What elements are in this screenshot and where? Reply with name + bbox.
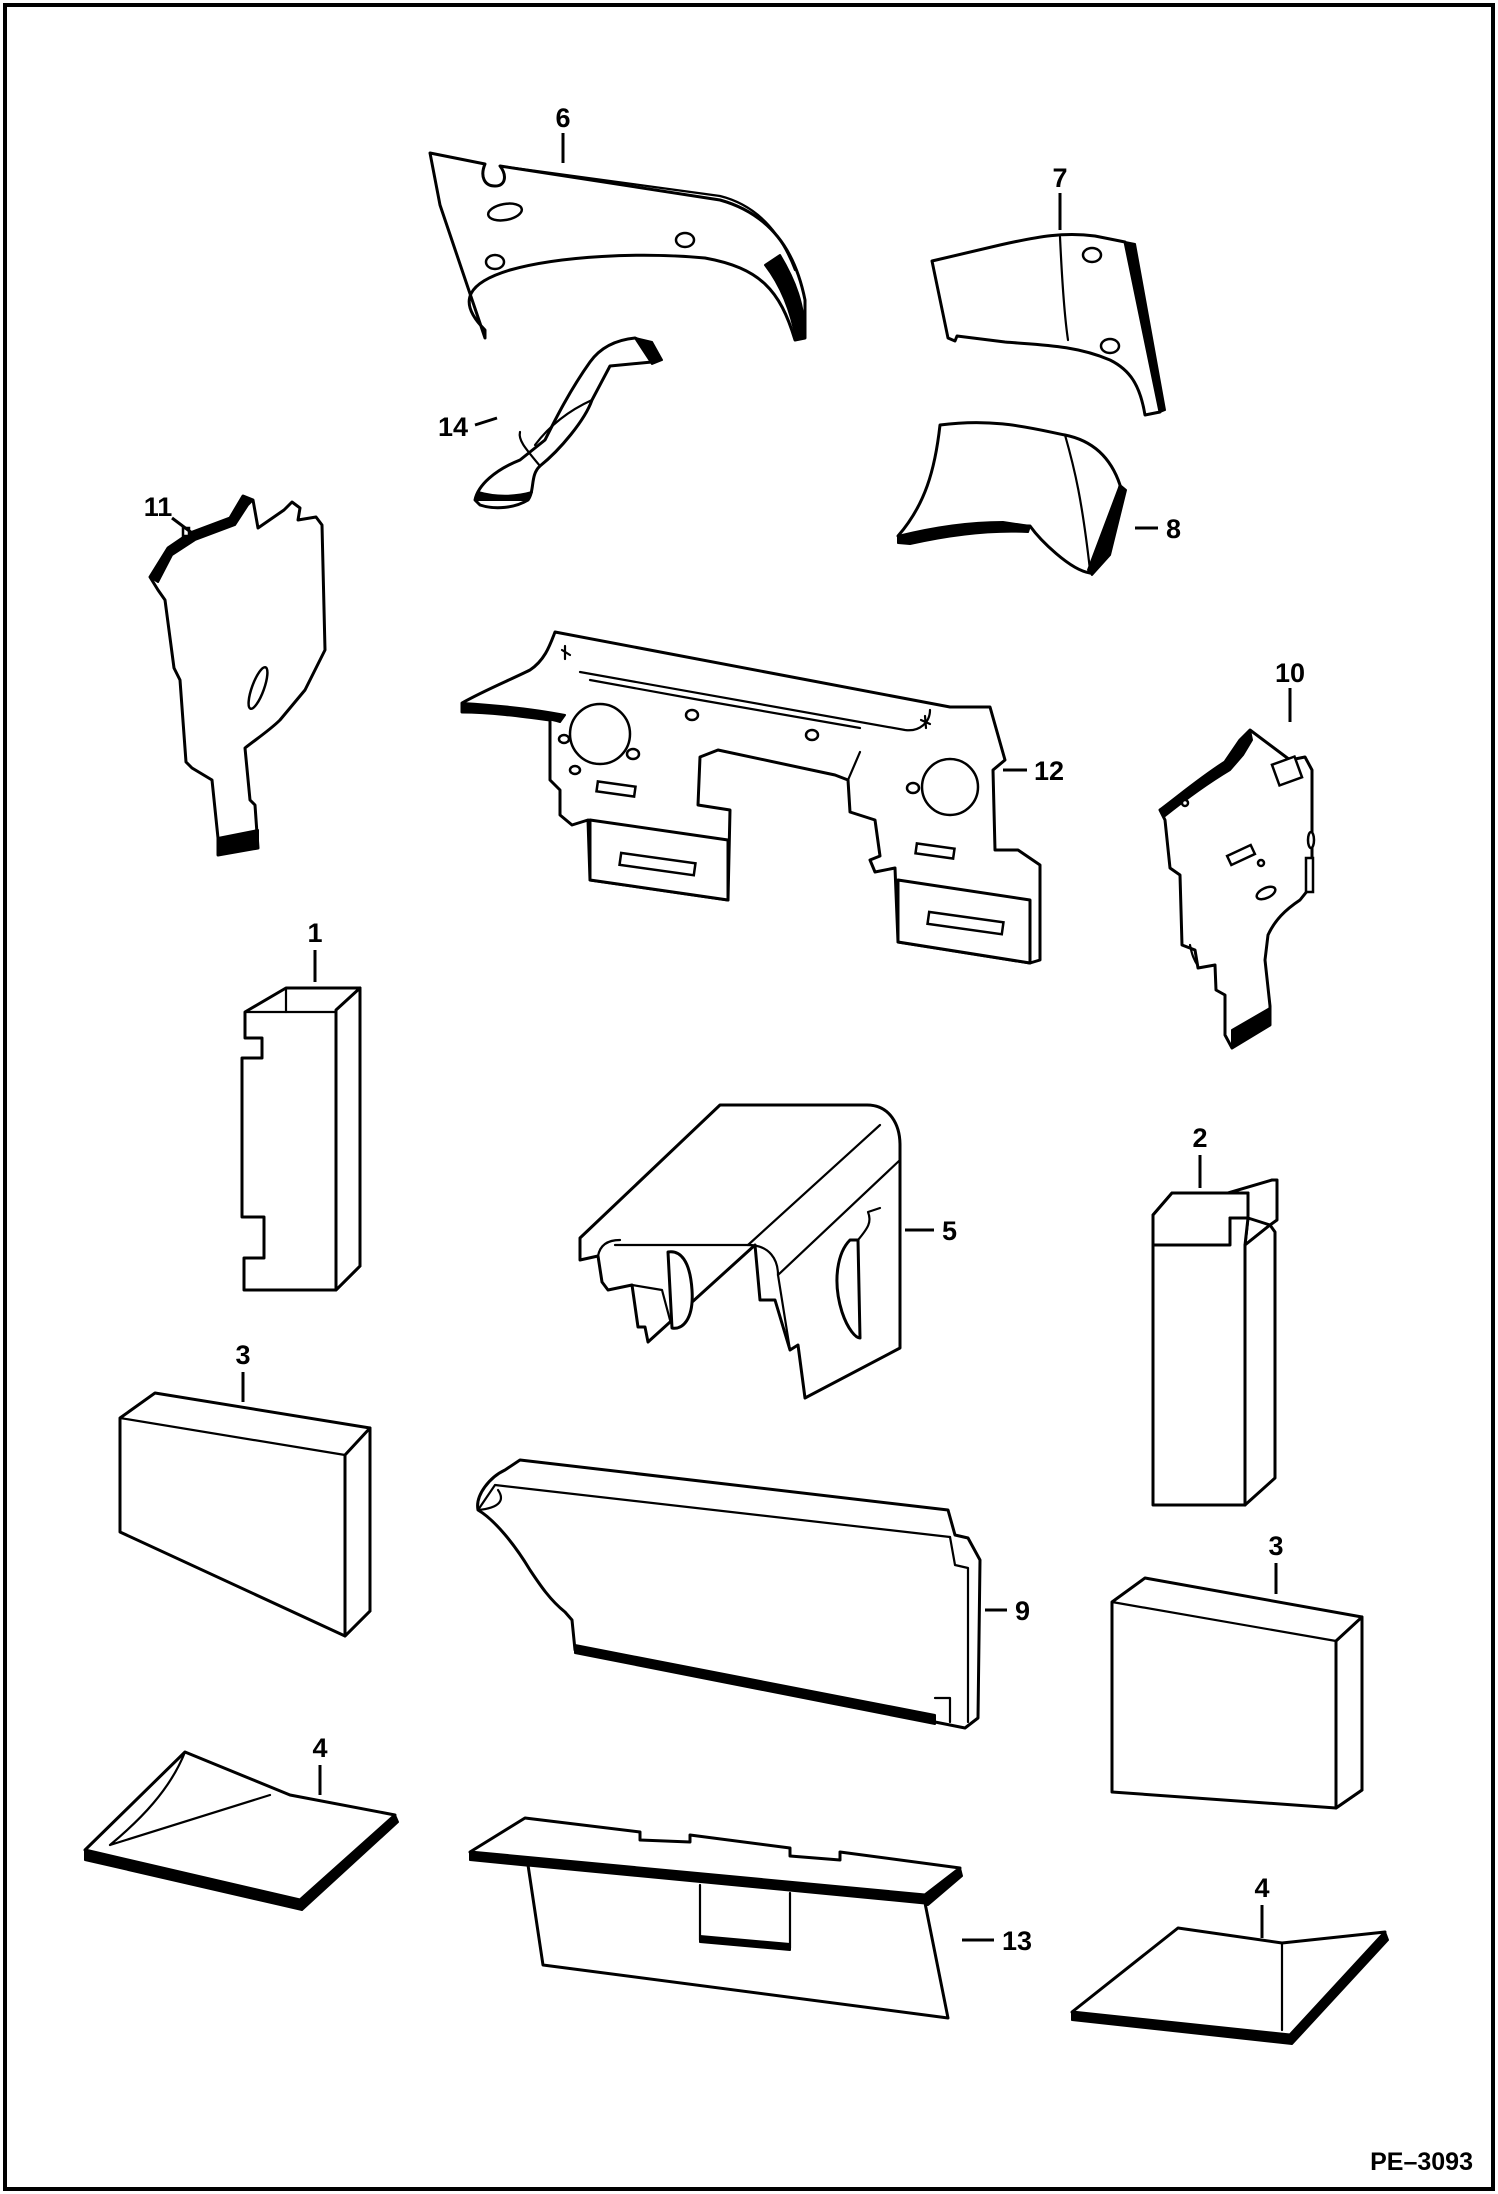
hole xyxy=(484,253,506,271)
part-4-flat-pad-right xyxy=(1070,1926,1389,2045)
large-hole xyxy=(920,757,980,817)
part-13-flanged-plate xyxy=(468,1816,963,2020)
callout-3-left: 3 xyxy=(235,1340,250,1370)
slot xyxy=(1270,754,1304,788)
hole xyxy=(905,781,921,795)
hole xyxy=(625,747,641,761)
part-12-frame-bracket xyxy=(460,630,1042,965)
callout-7: 7 xyxy=(1052,163,1067,193)
callout-11: 11 xyxy=(144,492,173,522)
callout-6: 6 xyxy=(555,103,570,133)
part-7-bracket-plate xyxy=(930,232,1166,417)
part-4-flat-pad-left xyxy=(83,1750,399,1911)
callout-10: 10 xyxy=(1275,658,1305,688)
part-14-bent-block xyxy=(473,336,663,510)
part-1-notched-block xyxy=(240,986,362,1292)
slot xyxy=(618,851,697,877)
part-3-wedge-block-right xyxy=(1110,1576,1364,1810)
callout-12: 12 xyxy=(1034,756,1064,786)
large-hole xyxy=(568,702,632,766)
part-2-tall-block xyxy=(1151,1178,1279,1507)
callout-numbers: 6 7 14 8 11 12 10 1 5 2 3 9 3 4 13 4 xyxy=(144,103,1305,1956)
slot xyxy=(1225,843,1257,867)
callout-3-right: 3 xyxy=(1268,1531,1283,1561)
slot xyxy=(1304,856,1315,894)
callout-9: 9 xyxy=(1015,1596,1030,1626)
callout-4-left: 4 xyxy=(312,1733,327,1763)
callout-14: 14 xyxy=(438,412,468,442)
part-9-shelf-panel xyxy=(476,1458,982,1730)
callout-5: 5 xyxy=(942,1216,957,1246)
part-10-right-side-panel xyxy=(1158,728,1316,1050)
callout-1: 1 xyxy=(307,918,322,948)
slot xyxy=(926,910,1005,936)
hole xyxy=(568,764,582,776)
slot xyxy=(595,779,637,799)
leader-14 xyxy=(474,416,498,427)
leader-lines xyxy=(171,133,1292,1942)
callout-13: 13 xyxy=(1002,1926,1032,1956)
hole xyxy=(1180,798,1190,808)
diagram-border xyxy=(3,3,1495,2191)
slot xyxy=(914,841,956,861)
hole xyxy=(674,231,696,249)
callout-8: 8 xyxy=(1166,514,1181,544)
part-8-bent-shield xyxy=(896,421,1127,576)
slot xyxy=(1255,885,1277,901)
hole xyxy=(684,708,700,722)
document-id: PE–3093 xyxy=(1370,2148,1473,2176)
hole xyxy=(557,733,571,745)
part-3-wedge-block-left xyxy=(118,1391,372,1638)
hole xyxy=(1256,858,1266,868)
callout-4-right: 4 xyxy=(1254,1873,1269,1903)
slot xyxy=(247,665,269,711)
part-11-left-side-panel xyxy=(148,494,327,857)
slot xyxy=(486,202,524,222)
hole xyxy=(804,728,820,742)
slot xyxy=(1306,830,1316,850)
part-5-tunnel-cover xyxy=(578,1103,902,1400)
hole xyxy=(1081,246,1103,264)
hole xyxy=(1099,337,1121,355)
callout-2: 2 xyxy=(1192,1123,1207,1153)
part-6-curved-panel xyxy=(428,151,807,342)
leader-11 xyxy=(171,516,193,535)
